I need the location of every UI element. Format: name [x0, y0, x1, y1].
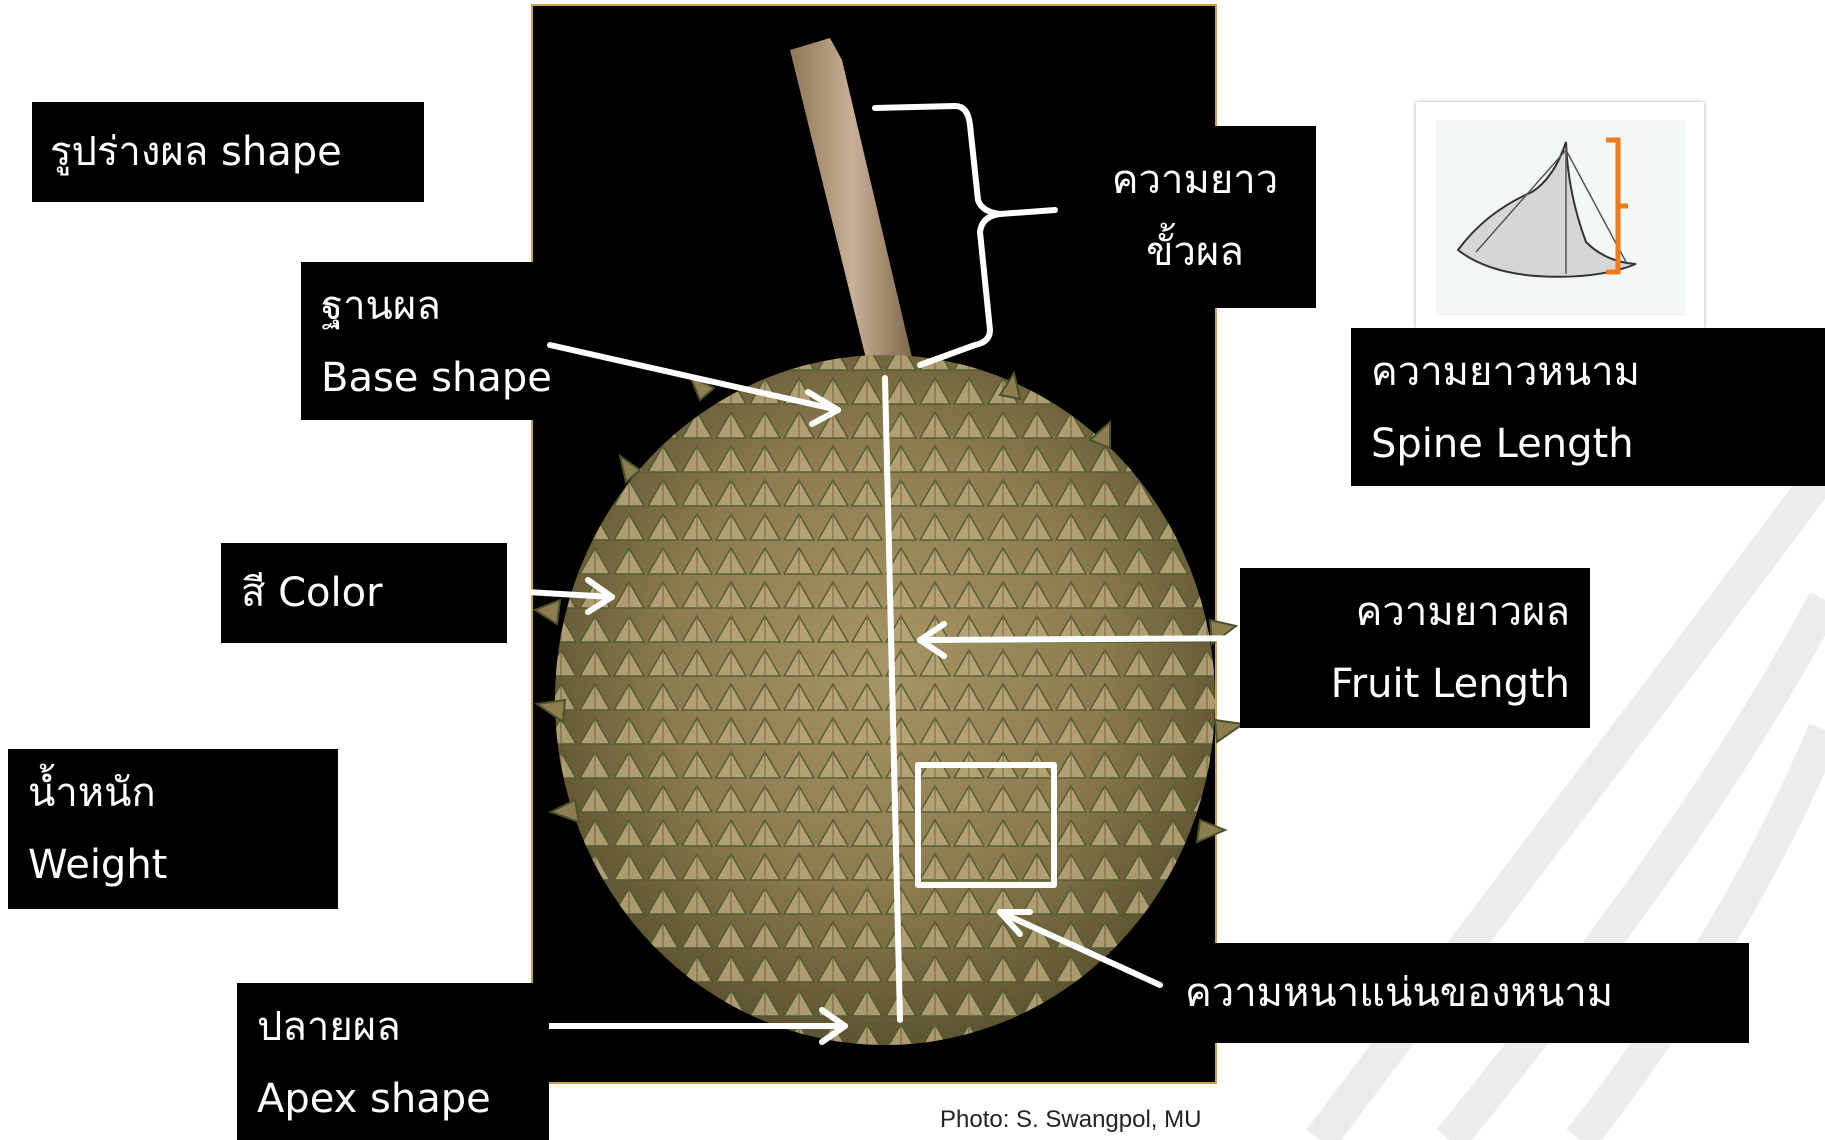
- fruit-length-arrow: [920, 638, 1288, 640]
- spine-length-label: ความยาวหนาม Spine Length: [1351, 328, 1825, 486]
- spine-density-text: ความหนาแน่นของหนาม: [1185, 957, 1729, 1029]
- weight-label: น้ำหนัก Weight: [8, 749, 338, 909]
- fruit-length-label: ความยาวผล Fruit Length: [1240, 568, 1590, 728]
- fruit-length-en: Fruit Length: [1260, 648, 1570, 720]
- spine-length-th: ความยาวหนาม: [1371, 336, 1805, 408]
- spine-sketch: [1416, 102, 1704, 328]
- spine-sketch-card: [1416, 102, 1704, 328]
- stalk-length-line1: ความยาว: [1074, 144, 1316, 216]
- spine-density-label: ความหนาแน่นของหนาม: [1165, 943, 1749, 1043]
- stem: [790, 38, 915, 375]
- stalk-length-line2: ขั้วผล: [1074, 216, 1316, 288]
- fruit-length-th: ความยาวผล: [1260, 576, 1570, 648]
- color-label: สี Color: [221, 543, 507, 643]
- shape-label-text: รูปร่างผล shape: [50, 116, 406, 188]
- color-label-text: สี Color: [241, 557, 487, 629]
- base-shape-th: ฐานผล: [321, 270, 519, 342]
- apex-shape-label: ปลายผล Apex shape: [237, 983, 549, 1140]
- spine-length-en: Spine Length: [1371, 408, 1805, 480]
- base-shape-label: ฐานผล Base shape: [301, 262, 539, 420]
- apex-shape-th: ปลายผล: [257, 991, 529, 1063]
- stalk-length-label: ความยาว ขั้วผล: [1074, 126, 1316, 308]
- base-shape-en: Base shape: [321, 342, 519, 414]
- shape-label: รูปร่างผล shape: [32, 102, 424, 202]
- weight-th: น้ำหนัก: [28, 757, 318, 829]
- photo-credit: Photo: S. Swangpol, MU: [940, 1106, 1201, 1134]
- apex-shape-en: Apex shape: [257, 1063, 529, 1135]
- weight-en: Weight: [28, 829, 318, 901]
